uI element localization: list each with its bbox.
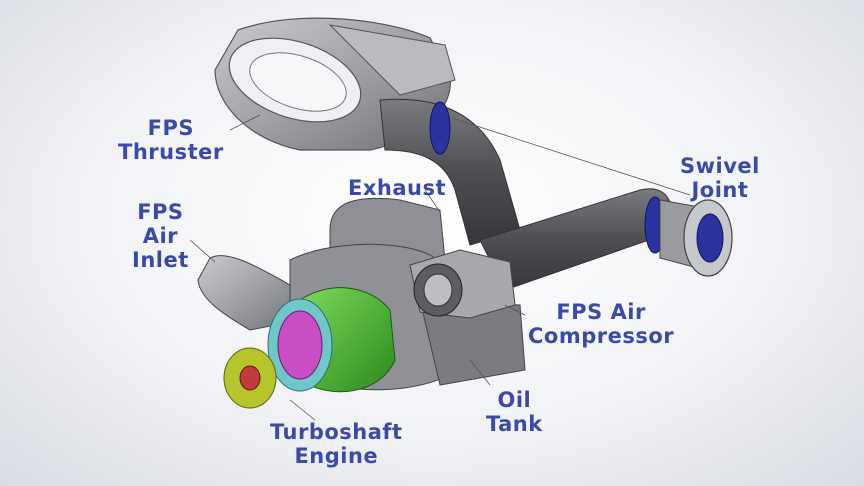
- leader-lines: [189, 114, 526, 421]
- label-exhaust: Exhaust: [348, 176, 446, 200]
- swivel-pipe: [479, 188, 733, 291]
- swivel-leader-line: [451, 117, 691, 196]
- upper-flange: [429, 101, 451, 155]
- fps-thruster-housing: [214, 17, 456, 151]
- fps-air-compressor: [409, 249, 516, 319]
- upper-exhaust-pipe: [379, 98, 521, 246]
- turboshaft-engine: [223, 287, 396, 409]
